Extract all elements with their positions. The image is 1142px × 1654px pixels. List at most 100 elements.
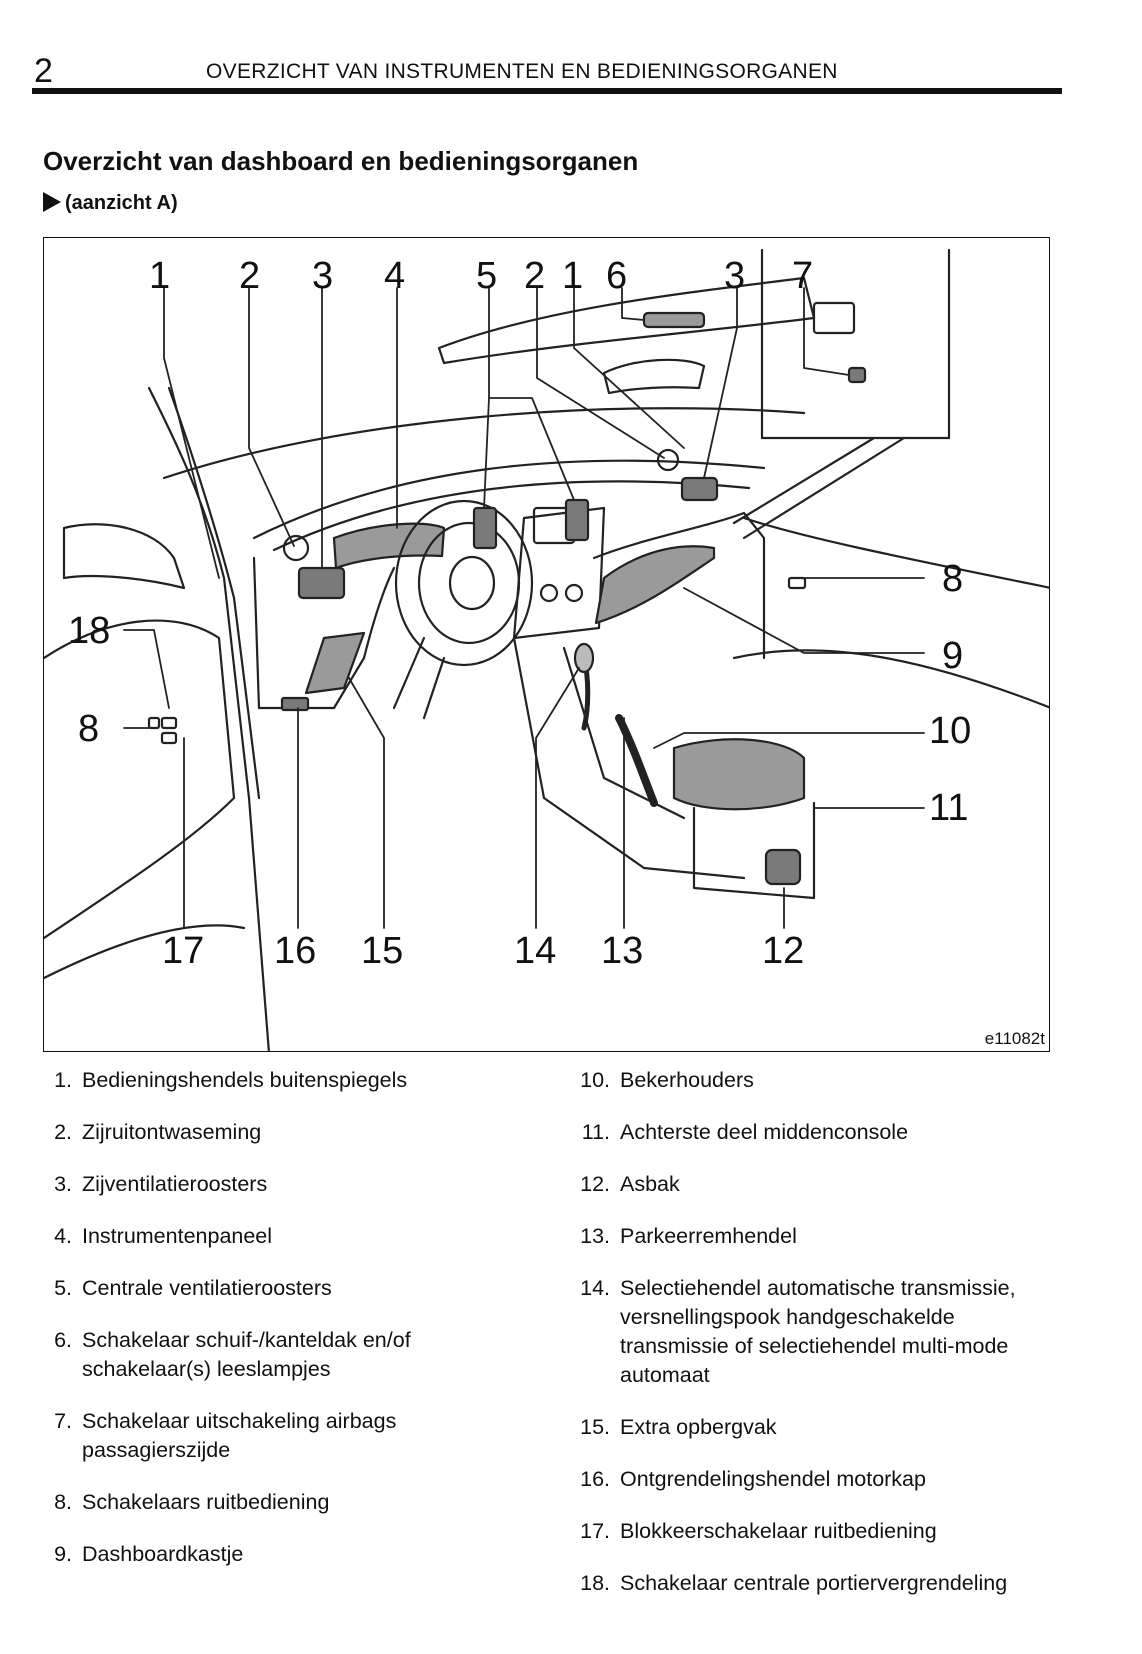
callout-5: 5 <box>476 255 497 297</box>
callout-10: 10 <box>929 710 971 752</box>
leader-9 <box>683 587 925 654</box>
left-defog-vent <box>282 534 310 562</box>
legend-item: 9.Dashboardkastje <box>48 1540 568 1569</box>
right-door-lower <box>732 649 1049 709</box>
leader-18 <box>123 629 170 709</box>
callout-14: 14 <box>514 930 556 972</box>
legend-text: Dashboardkastje <box>82 1542 244 1566</box>
rear-console <box>672 738 806 811</box>
legend-text: Parkeerremhendel <box>620 1224 797 1248</box>
dashboard-illustration: 1 2 3 4 5 2 1 6 3 7 8 9 10 11 12 13 14 1… <box>43 237 1050 1052</box>
dashboard-drawing: 1 2 3 4 5 2 1 6 3 7 8 9 10 11 12 13 14 1… <box>44 248 1049 1051</box>
left-window-switch-3 <box>147 716 161 730</box>
dashboard-top-inner <box>272 480 751 552</box>
legend-item: 3.Zijventilatieroosters <box>48 1170 568 1199</box>
callout-1-left: 1 <box>149 255 170 297</box>
legend-text: Selectiehendel automatische transmissie,… <box>620 1276 1016 1387</box>
legend-item: 17. Blokkeerschakelaar ruitbediening <box>576 1517 1096 1546</box>
legend-number: 7. <box>54 1409 72 1433</box>
extra-storage <box>304 631 366 695</box>
gear-knob <box>573 642 595 674</box>
left-lower-dash <box>252 556 396 710</box>
callout-15: 15 <box>361 930 403 972</box>
figure-code: e11082t <box>984 1029 1045 1048</box>
callout-8-right: 8 <box>942 558 963 600</box>
sunroof-switch <box>642 311 706 329</box>
left-window-switch-1 <box>160 716 178 730</box>
running-title: OVERZICHT VAN INSTRUMENTEN EN BEDIENINGS… <box>206 60 838 83</box>
legend-item: 18.Schakelaar centrale portiervergrendel… <box>576 1569 1096 1598</box>
callout-2-left: 2 <box>239 255 260 297</box>
left-mirror <box>62 523 186 590</box>
callout-16: 16 <box>274 930 316 972</box>
inset-pointer <box>732 436 906 540</box>
legend-item: 16.Ontgrendelingshendel motorkap <box>576 1465 1096 1494</box>
legend-text: Bekerhouders <box>620 1068 754 1092</box>
legend-left-column: 1. Bedieningshendels buitenspiegels 2.Zij… <box>48 1066 568 1569</box>
callout-18: 18 <box>68 610 110 652</box>
legend-item: 2.Zijruitontwaseming <box>48 1118 568 1147</box>
legend-number: 6. <box>54 1328 72 1352</box>
legend-number: 15. <box>580 1415 610 1439</box>
legend-text: Asbak <box>620 1172 680 1196</box>
right-defog-vent <box>656 448 680 472</box>
steering-column <box>392 636 446 720</box>
legend-item: 4. Instrumentenpaneel <box>48 1222 568 1251</box>
legend-item: 10.Bekerhouders <box>576 1066 1096 1095</box>
leader-2-left <box>248 287 295 547</box>
hood-release <box>280 696 310 712</box>
legend-text: Bedieningshendels buitenspiegels <box>82 1068 408 1092</box>
rearview-mirror <box>602 358 706 395</box>
callout-4: 4 <box>384 255 405 297</box>
callout-9: 9 <box>942 635 963 677</box>
rear-console-body <box>692 801 816 900</box>
callout-3-right: 3 <box>724 255 745 297</box>
left-side-vent <box>297 566 346 600</box>
hvac-knob-1 <box>539 583 559 603</box>
leader-1-left <box>163 287 220 579</box>
center-stack <box>512 506 606 640</box>
legend-text: Instrumentenpaneel <box>82 1224 273 1248</box>
center-vent-left <box>472 506 498 550</box>
left-door-lower <box>44 924 246 980</box>
legend-text: Zijruitontwaseming <box>82 1120 262 1144</box>
legend-text: Blokkeerschakelaar ruitbediening <box>620 1519 937 1543</box>
legend-number: 3. <box>54 1172 72 1196</box>
legend-item: 7. Schakelaar uitschakeling airbags passa… <box>48 1407 482 1465</box>
legend-number: 8. <box>54 1490 72 1514</box>
callout-3-left: 3 <box>312 255 333 297</box>
legend-text: Schakelaar centrale portiervergrendeling <box>620 1571 1008 1595</box>
passenger-dash <box>592 511 766 660</box>
legend-item: 14.Selectiehendel automatische transmiss… <box>576 1274 1060 1390</box>
legend-text: Schakelaars ruitbediening <box>82 1490 330 1514</box>
legend-text: Achterste deel middenconsole <box>620 1120 909 1144</box>
callout-2-right: 2 <box>524 255 545 297</box>
section-title: Overzicht van dashboard en bedieningsorg… <box>43 146 639 176</box>
legend-number: 17. <box>580 1519 610 1543</box>
legend-item: 11. Achterste deel middenconsole <box>576 1118 1096 1147</box>
glovebox <box>594 545 716 625</box>
legend-text: Centrale ventilatieroosters <box>82 1276 332 1300</box>
legend-number: 12. <box>580 1172 610 1196</box>
left-door-panel <box>44 619 236 940</box>
header-rule <box>32 88 1062 94</box>
legend-number: 1. <box>54 1068 72 1092</box>
legend-number: 11. <box>581 1120 610 1144</box>
right-window-switch <box>787 576 807 590</box>
airbag-switch <box>847 366 867 384</box>
windshield-bottom <box>162 407 806 480</box>
legend-item: 5.Centrale ventilatieroosters <box>48 1274 568 1303</box>
callout-1-right: 1 <box>562 255 583 297</box>
legend-text: Schakelaar uitschakeling airbags passagi… <box>82 1409 397 1462</box>
left-window-switch-2 <box>160 731 178 745</box>
steering-wheel-inner <box>417 521 521 645</box>
legend-item: 1. Bedieningshendels buitenspiegels <box>48 1066 568 1095</box>
legend-item: 12. Asbak <box>576 1170 1096 1199</box>
legend-number: 4. <box>54 1224 72 1248</box>
leader-15 <box>348 677 385 929</box>
left-a-pillar-inner <box>167 386 261 800</box>
steering-hub <box>448 555 496 611</box>
page-number: 2 <box>34 52 53 90</box>
leader-10 <box>653 732 925 749</box>
steering-wheel <box>394 499 534 667</box>
